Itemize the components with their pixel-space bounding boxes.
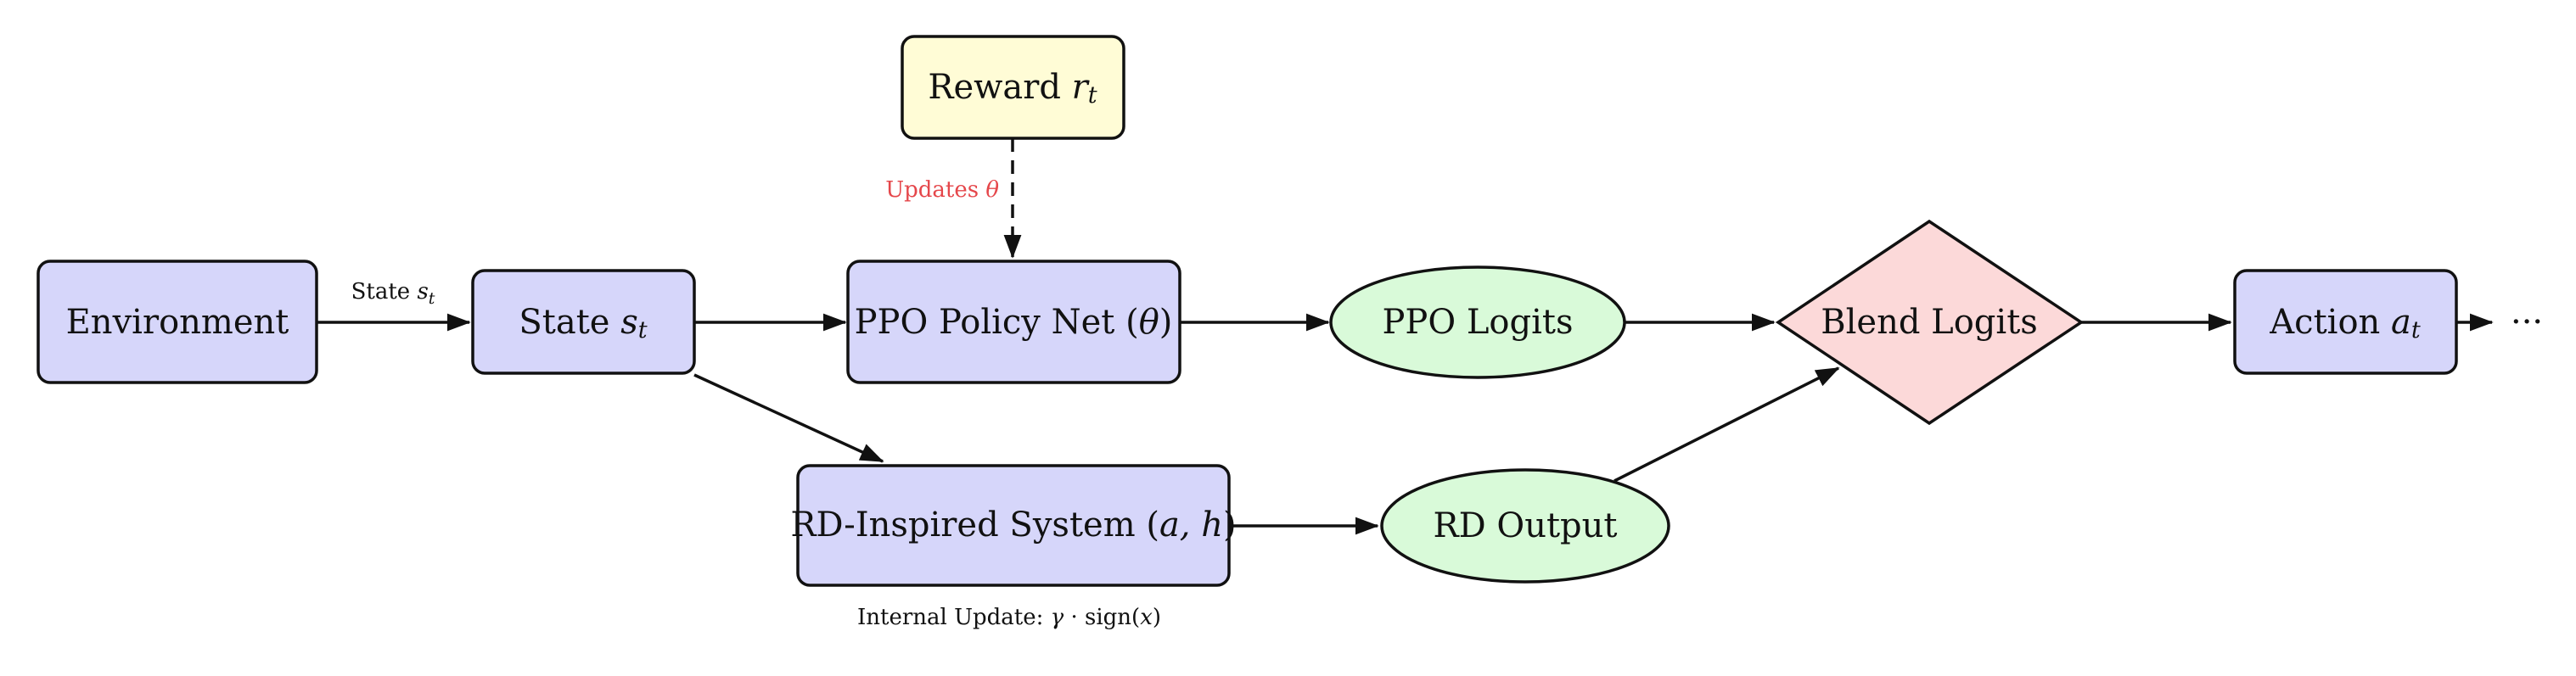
reward-node [901, 35, 1125, 140]
state-label: State st [519, 303, 647, 344]
environment-node [36, 260, 318, 384]
edge-state-to-rd-system [693, 373, 884, 463]
state-edge-label: State st [351, 279, 435, 308]
updates-theta-label: Updates θ [885, 177, 999, 203]
action-label: Action at [2269, 303, 2421, 344]
continuation-ellipsis: ··· [2511, 303, 2543, 342]
ppo-logits-node [1329, 265, 1626, 379]
edge-rd-output-to-blend [1614, 366, 1840, 483]
state-node [471, 269, 696, 375]
internal-update-label: Internal Update: γ · sign(x) [857, 605, 1161, 630]
action-node [2233, 269, 2458, 375]
rd-system-label: RD-Inspired System (a, h) [790, 506, 1236, 545]
ppo-logits-label: PPO Logits [1383, 303, 1574, 342]
environment-label: Environment [66, 303, 289, 342]
ppo-policy-net-label: PPO Policy Net (θ) [855, 303, 1173, 342]
rd-output-node [1380, 468, 1670, 584]
blend-logits-label: Blend Logits [1821, 303, 2038, 342]
rd-output-label: RD Output [1434, 506, 1618, 545]
ppo-policy-net-node [846, 260, 1181, 384]
reward-label: Reward rt [928, 68, 1097, 109]
rd-system-node [796, 464, 1231, 587]
blend-logits-node [1775, 219, 2085, 426]
